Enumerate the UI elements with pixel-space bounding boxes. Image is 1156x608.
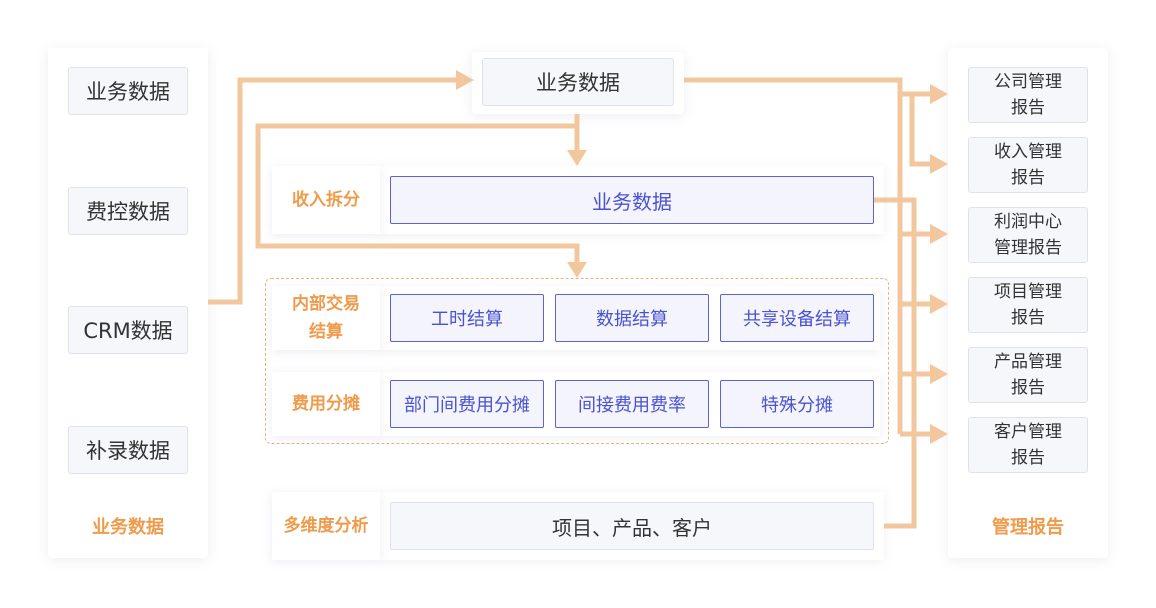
multi-dim-label: 多维度分析 [272,492,380,560]
report-profit-center: 利润中心 管理报告 [968,207,1088,263]
arrowhead-report-project [930,294,948,314]
sources-footer-label: 业务数据 [92,517,164,538]
source-supplementary-data: 补录数据 [68,426,188,474]
reports-footer-label: 管理报告 [992,517,1064,538]
report-product: 产品管理 报告 [968,347,1088,403]
settlement-allocation-group [265,278,889,444]
arrowhead-report-profit [930,224,948,244]
multi-dim-content: 项目、产品、客户 [390,502,874,550]
arrowhead-report-revenue [930,154,948,174]
arrow-top-to-settlement [255,123,580,262]
report-customer: 客户管理 报告 [968,417,1088,473]
report-revenue: 收入管理 报告 [968,137,1088,193]
allocation-special: 特殊分摊 [720,380,874,428]
arrow-top-to-reports [684,77,903,434]
arrowhead-top-box [456,70,474,90]
internal-settlement-label: 内部交易 结算 [272,286,380,350]
revenue-split-content: 业务数据 [390,176,874,224]
source-business-data: 业务数据 [68,67,188,115]
allocation-indirect-rate: 间接费用费率 [555,380,709,428]
arrow-revenue-to-reports [874,197,917,529]
source-expense-data: 费控数据 [68,187,188,235]
arrowhead-report-company [930,84,948,104]
allocation-interdepartment: 部门间费用分摊 [390,380,544,428]
arrowhead-report-customer [930,424,948,444]
report-project: 项目管理 报告 [968,277,1088,333]
settlement-shared-equipment: 共享设备结算 [720,294,874,342]
settlement-labor-hours: 工时结算 [390,294,544,342]
revenue-split-label: 收入拆分 [272,166,380,234]
settlement-data: 数据结算 [555,294,709,342]
arrowhead-settlement [567,262,587,278]
arrow-crm-to-top [208,77,456,305]
source-crm-data: CRM数据 [68,306,188,354]
cost-allocation-label: 费用分摊 [272,372,380,436]
arrowhead-revenue [567,150,587,166]
report-company: 公司管理 报告 [968,67,1088,123]
arrowhead-report-product [930,364,948,384]
top-business-data-box: 业务数据 [482,58,674,106]
